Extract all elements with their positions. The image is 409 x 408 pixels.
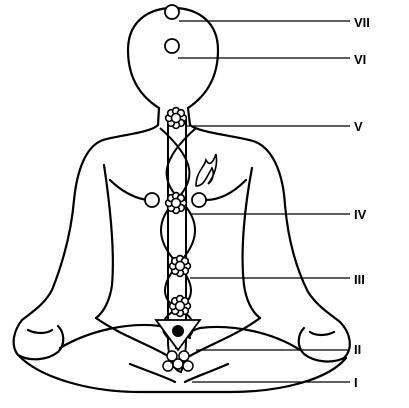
flame-icon	[195, 153, 218, 187]
chakra-ii-dot-icon	[172, 325, 184, 337]
right-arm	[251, 139, 342, 324]
legs-outline	[16, 353, 348, 394]
right-hand	[297, 320, 351, 363]
label-vi: VI	[354, 52, 367, 67]
label-iii: III	[354, 272, 365, 287]
label-v: V	[354, 119, 363, 134]
label-ii: II	[354, 342, 362, 357]
right-leg-fold	[198, 325, 302, 352]
chakra-ii-lotus-icon	[168, 294, 192, 318]
left-torso	[94, 163, 114, 320]
label-iv: IV	[354, 207, 367, 222]
left-leg-fold	[58, 323, 162, 350]
left-arm	[20, 138, 105, 322]
right-torso	[241, 166, 262, 320]
chakra-iv-lotus-icon	[164, 191, 188, 215]
chakra-vi-icon	[164, 38, 180, 54]
label-vii: VII	[354, 15, 370, 30]
chakra-iii-lotus-icon	[168, 254, 192, 278]
chakra-vii-icon	[164, 4, 180, 20]
right-pec	[204, 178, 248, 202]
left-hand	[12, 318, 65, 361]
label-i: I	[354, 375, 358, 390]
side-left-circle	[144, 192, 160, 208]
left-pec	[108, 178, 152, 202]
neck-right	[186, 106, 255, 143]
neck-left	[101, 106, 161, 142]
side-right-circle	[191, 192, 207, 208]
chakra-v-lotus-icon	[164, 106, 188, 130]
chakra-i-coil-icon	[162, 350, 194, 372]
